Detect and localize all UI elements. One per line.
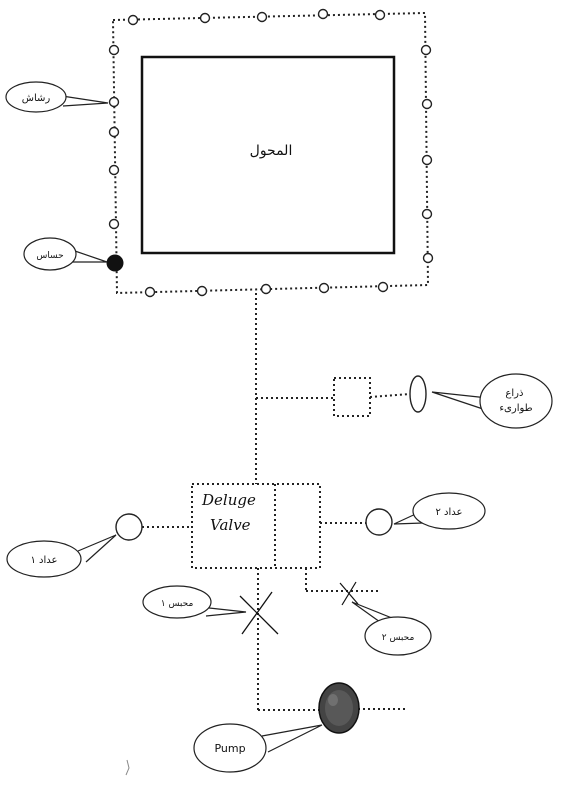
sprinkler-head [108, 164, 120, 176]
transformer-box [140, 55, 396, 255]
sprinkler-head [108, 44, 120, 56]
deluge-label-line1: Deluge [201, 491, 256, 509]
gauge-pipes [142, 522, 366, 528]
sprinkler-head [108, 126, 120, 138]
gauge-2-icon [365, 508, 393, 536]
transformer-label: المحول [250, 143, 293, 159]
gauge-1-icon [115, 513, 143, 541]
emergency-arm-callout: ذراع طوارىء [431, 373, 553, 429]
pump-callout: Pump [193, 723, 323, 773]
sprinkler-pipe-ring [112, 11, 430, 295]
valve-1-callout: محبس ١ [142, 585, 247, 619]
sensor-icon [106, 254, 124, 272]
gauge-2-callout: عداد ٢ [393, 492, 486, 530]
pump-label: Pump [214, 742, 245, 755]
sprinkler-head [421, 98, 433, 110]
emergency-arm-handle [409, 375, 427, 413]
emergency-arm-box [333, 377, 371, 417]
valve-1-label: محبس ١ [161, 599, 194, 609]
emergency-arm-label-line1: ذراع [505, 388, 523, 399]
sprinkler-head [422, 252, 434, 264]
sensor-label: حساس [36, 251, 63, 261]
sprinkler-head [127, 14, 139, 26]
valve-2-callout: محبس ٢ [351, 601, 432, 656]
sprinkler-head [420, 44, 432, 56]
valve-1-icon [239, 591, 279, 635]
sprinkler-head [108, 218, 120, 230]
scan-mark [125, 759, 130, 776]
sensor-callout: حساس [23, 237, 108, 271]
deluge-label-line2: Valve [210, 516, 251, 534]
gauge-2-label: عداد ٢ [435, 507, 462, 518]
deluge-valve: Deluge Valve [191, 483, 321, 569]
sprinkler-head [260, 283, 272, 295]
sprinkler-head [108, 96, 120, 108]
sprinkler-heads [108, 8, 434, 298]
valve-2-icon [339, 581, 359, 606]
sprinkler-head [377, 281, 389, 293]
gauge-1-callout: عداد ١ [6, 534, 117, 578]
main-pipe [255, 293, 411, 484]
sprinkler-head [374, 9, 386, 21]
sprinkler-head [196, 285, 208, 297]
sprinkler-callout: رشاش [5, 81, 109, 113]
sprinkler-head [421, 154, 433, 166]
sprinkler-head [318, 282, 330, 294]
sprinkler-label: رشاش [22, 93, 51, 104]
sprinkler-head [256, 11, 268, 23]
sprinkler-head [421, 208, 433, 220]
emergency-arm-label-line2: طوارىء [499, 403, 532, 414]
sprinkler-head [144, 286, 156, 298]
gauge-1-label: عداد ١ [30, 555, 57, 566]
valve-2-label: محبس ٢ [382, 633, 415, 643]
sprinkler-head [317, 8, 329, 20]
emergency-arm-label: ذراع طوارىء [499, 388, 532, 414]
sprinkler-head [199, 12, 211, 24]
pump-icon [318, 682, 360, 734]
lower-pipes [257, 568, 405, 711]
